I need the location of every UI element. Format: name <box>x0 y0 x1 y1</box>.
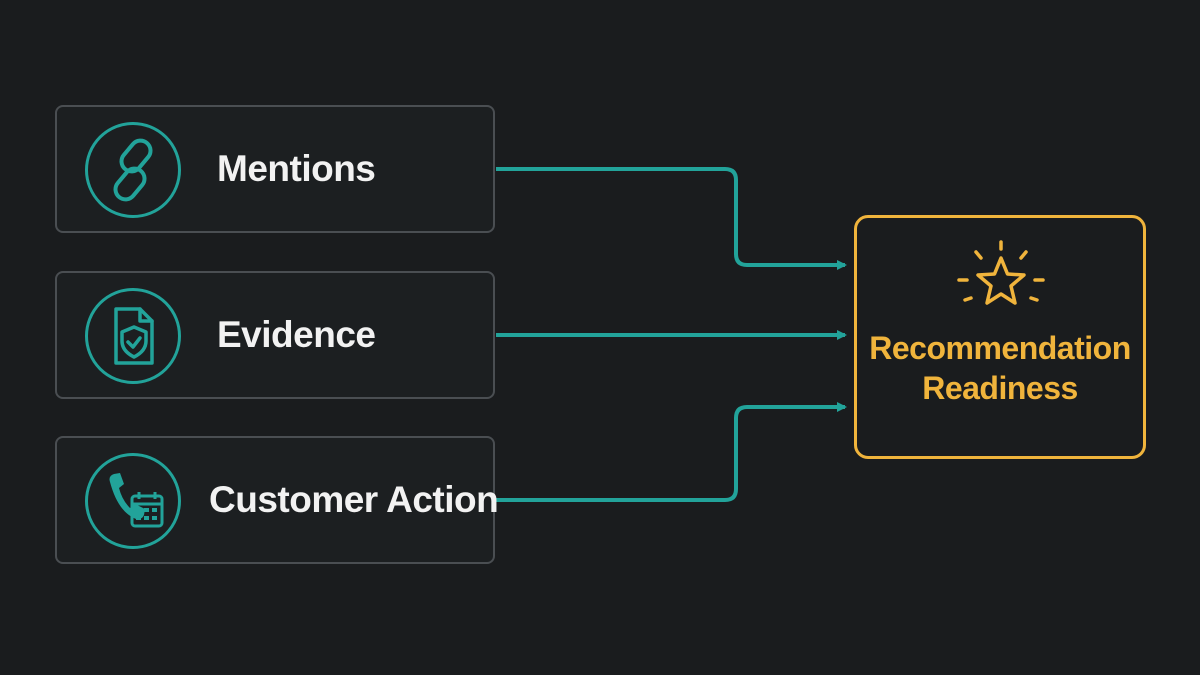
input-node-mentions: Mentions <box>55 105 495 233</box>
shield-document-icon <box>114 307 154 365</box>
connector-customer-action-arrow <box>496 402 847 502</box>
icon-circle <box>85 122 181 218</box>
connector-mentions-arrow <box>496 167 847 270</box>
phone-calendar-icon <box>109 473 164 528</box>
input-label-mentions: Mentions <box>217 148 376 189</box>
input-node-customer-action: Customer Action <box>55 436 499 564</box>
input-label-evidence: Evidence <box>217 314 376 355</box>
output-node-recommendation-readiness: Recommendation Readiness <box>854 215 1146 459</box>
input-label-customer-action: Customer Action <box>209 479 499 520</box>
output-label-line-1: Recommendation <box>869 330 1131 366</box>
input-node-evidence: Evidence <box>55 271 495 399</box>
output-label-line-2: Readiness <box>922 370 1078 406</box>
chain-link-icon <box>113 138 153 202</box>
sparkle-star-icon <box>957 240 1045 305</box>
icon-circle <box>85 288 181 384</box>
icon-circle <box>85 453 181 549</box>
